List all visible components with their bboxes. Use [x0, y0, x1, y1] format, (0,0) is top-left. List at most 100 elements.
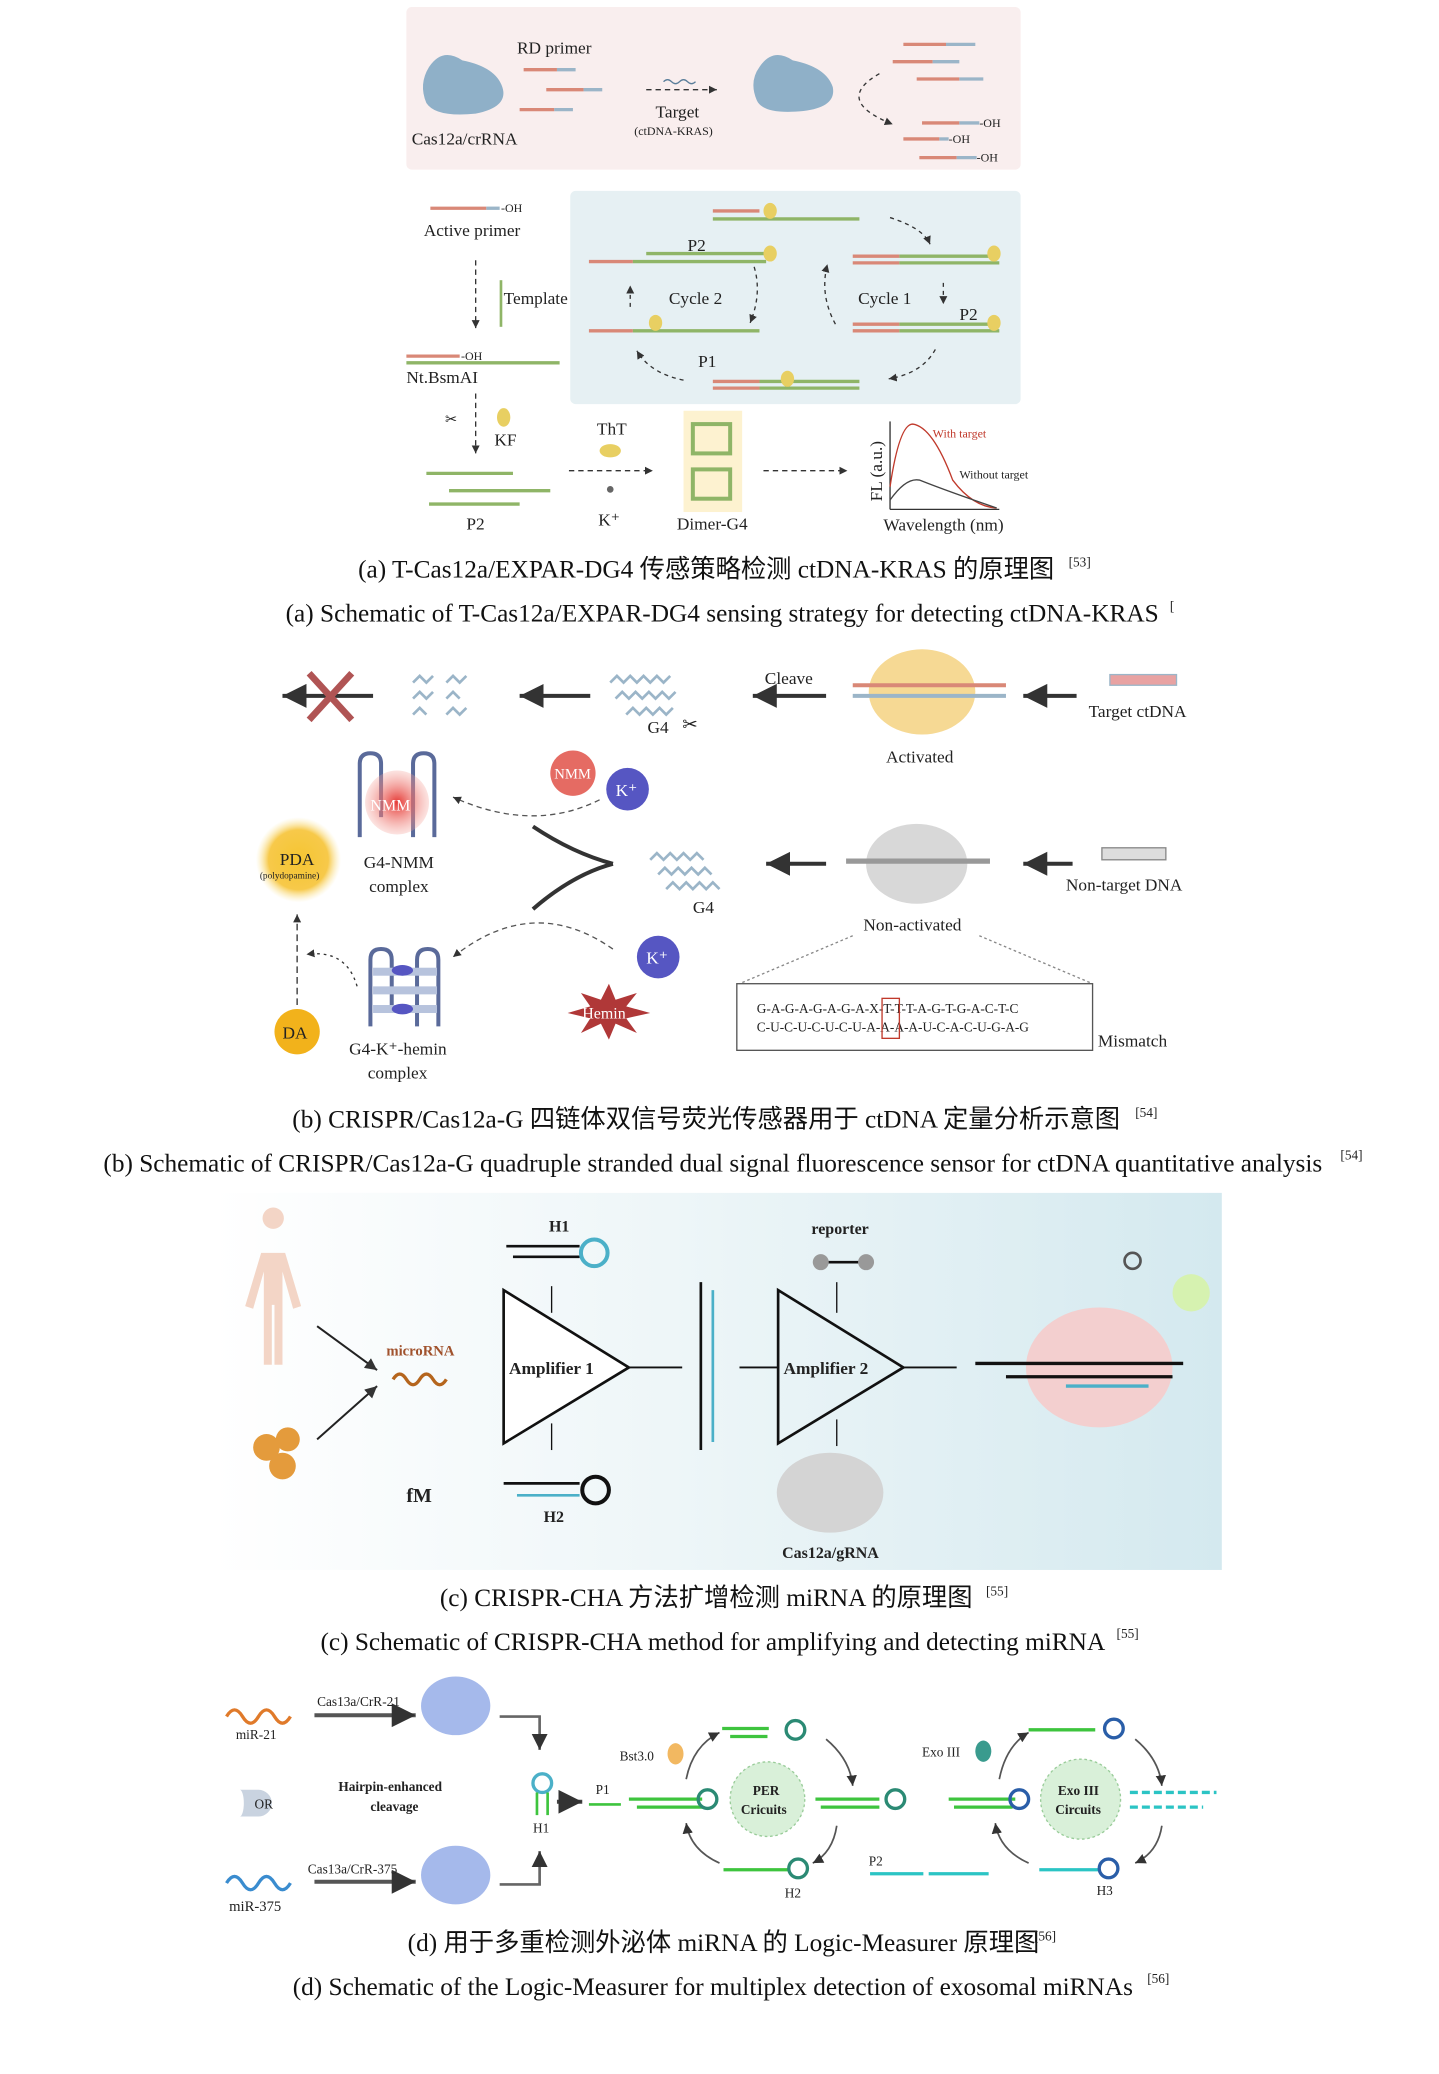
h2-label: H2 [785, 1886, 801, 1901]
caption-b-cn: (b) CRISPR/Cas12a-G 四链体双信号荧光传感器用于 ctDNA … [292, 1106, 1120, 1134]
non-target-dna-label: Non-target DNA [1066, 875, 1183, 894]
caption-c-cn-ref: [55] [986, 1583, 1008, 1598]
bst-enzyme-icon [667, 1743, 684, 1765]
oh-label: -OH [949, 132, 971, 146]
polymerase-icons [648, 202, 1001, 387]
seq-bottom: C-U-C-U-C-U-C-U-A-A-A-A-U-C-A-C-U-G-A-G [757, 1020, 1030, 1035]
panel-c: microRNA fM Amplifier 1 H1 H2 Amplifier … [213, 1192, 1222, 1656]
fluorescence-icon [1172, 1274, 1210, 1312]
dimer-g4-icon [683, 410, 743, 513]
p2-label: P2 [869, 1854, 883, 1869]
cycle1-label: Cycle 1 [858, 289, 911, 308]
h2-hairpin-icon [503, 1474, 611, 1506]
exo-circuit-label-2: Circuits [1055, 1802, 1101, 1817]
hairpin-label-1: Hairpin-enhanced [338, 1779, 442, 1794]
per-label-1: PER [753, 1783, 780, 1798]
amplifier2-icon [776, 1287, 906, 1446]
p2-label: P2 [959, 305, 977, 324]
p1-label: P1 [596, 1782, 610, 1797]
p2-label: P2 [688, 236, 706, 255]
activated-cas12a-icon [753, 55, 834, 112]
dimer-g4-label: Dimer-G4 [677, 514, 748, 533]
arrow [858, 73, 893, 126]
oh-label: -OH [977, 151, 999, 165]
target-label: Target [656, 103, 700, 122]
caption-b-en-ref: [54] [1340, 1148, 1362, 1163]
scissors-icon: ✂ [445, 412, 457, 428]
without-target-curve [889, 479, 997, 509]
caption-a-cn: (a) T-Cas12a/EXPAR-DG4 传感策略检测 ctDNA-KRAS… [358, 555, 1054, 583]
g4-label: G4 [648, 718, 670, 737]
complex-label: complex [368, 1063, 428, 1082]
seq-top: G-A-G-A-G-A-G-A-X-T-T-T-A-G-T-G-A-C-T-C [757, 1001, 1019, 1016]
g4-label: G4 [693, 898, 715, 917]
target-sub-label: (ctDNA-KRAS) [634, 124, 713, 138]
cleaved-primers [892, 42, 984, 160]
reporter-label: reporter [811, 1221, 868, 1238]
rd-primers [519, 68, 603, 112]
cycle-arrows [682, 1731, 1166, 1864]
reporter-icon [812, 1254, 875, 1271]
nmm-label: NMM [554, 767, 591, 783]
activated-label: Activated [886, 748, 954, 767]
p2-label: P2 [466, 514, 484, 533]
cas13a-crr375-label: Cas13a/CrR-375 [308, 1862, 398, 1877]
target-dna-icon [663, 79, 696, 85]
cas13a-protein-icon [421, 1676, 491, 1736]
fl-spectrum-chart: With target Without target FL (a.u.) Wav… [867, 421, 1029, 535]
oh-label: -OH [461, 349, 483, 363]
amplifier1-label: Amplifier 1 [509, 1359, 594, 1378]
cas12a-grna-label: Cas12a/gRNA [782, 1545, 879, 1562]
or-gate-icon [239, 1789, 272, 1817]
kf-enzyme-icon [496, 408, 511, 427]
caption-d-en-ref: [56] [1147, 1971, 1169, 1986]
target-ctdna-label: Target ctDNA [1089, 702, 1187, 721]
kf-label: KF [494, 430, 516, 449]
g4-nmm-label: G4-NMM [364, 853, 434, 872]
pda-label: PDA [280, 850, 315, 869]
caption-a-en: (a) Schematic of T-Cas12a/EXPAR-DG4 sens… [286, 599, 1159, 627]
cas12a-protein-icon [422, 55, 504, 115]
blocked-x-icon [306, 671, 355, 723]
caption-d-cn-ref: [56] [1034, 1928, 1056, 1943]
caption-b-en: (b) Schematic of CRISPR/Cas12a-G quadrup… [103, 1150, 1322, 1178]
per-label-2: Cricuits [741, 1802, 787, 1817]
cycle-arrows [626, 216, 948, 382]
split-arrow [531, 824, 614, 911]
pda-icon [255, 817, 342, 903]
microrna-label: microRNA [386, 1343, 454, 1359]
fm-label: fM [406, 1485, 432, 1507]
human-body-icon [245, 1207, 302, 1365]
activated-cas12a-icon [1025, 1307, 1173, 1428]
g4-k-hemin-label: G4-K⁺-hemin [349, 1039, 447, 1058]
panel-b: ✂ Cleave G4 Activated Target ctDNA Non-a… [103, 649, 1363, 1178]
oh-label: -OH [979, 116, 1001, 130]
caption-b-cn-ref: [54] [1135, 1105, 1157, 1120]
g4-nmm-complex-icon [357, 751, 437, 838]
panel-a-exp-box [570, 190, 1021, 405]
or-label: OR [254, 1796, 273, 1811]
complex-label: complex [369, 877, 429, 896]
k-plus-label: K⁺ [616, 781, 638, 800]
fragment-icons [412, 674, 721, 891]
cells-icon [253, 1427, 300, 1480]
mir375-icon [225, 1874, 292, 1892]
panel-a: Cas12a/crRNA RD primer Target (ctDNA-KRA… [286, 7, 1174, 627]
rd-primer-label: RD primer [517, 39, 592, 58]
non-activated-label: Non-activated [863, 915, 961, 934]
h1-label: H1 [549, 1219, 569, 1236]
zoom-lines [739, 935, 1093, 985]
h1-hairpin-icon [531, 1772, 554, 1816]
da-label: DA [282, 1023, 308, 1042]
duplex-icon [699, 1282, 715, 1451]
k-ion-icon [606, 486, 614, 493]
active-primer-label: Active primer [424, 221, 521, 240]
caption-c-en-ref: [55] [1117, 1626, 1139, 1641]
g4-k-hemin-complex-icon [368, 947, 441, 1027]
exo-circuit-label-1: Exo III [1058, 1783, 1099, 1798]
h3-label: H3 [1097, 1883, 1114, 1898]
h2-label: H2 [544, 1509, 564, 1526]
template-label: Template [504, 289, 568, 308]
nt-bsmai-label: Nt.BsmAI [406, 368, 478, 387]
panel-d: miR-21 miR-375 OR Cas13a/CrR-21 Cas13a/C… [225, 1676, 1217, 2001]
